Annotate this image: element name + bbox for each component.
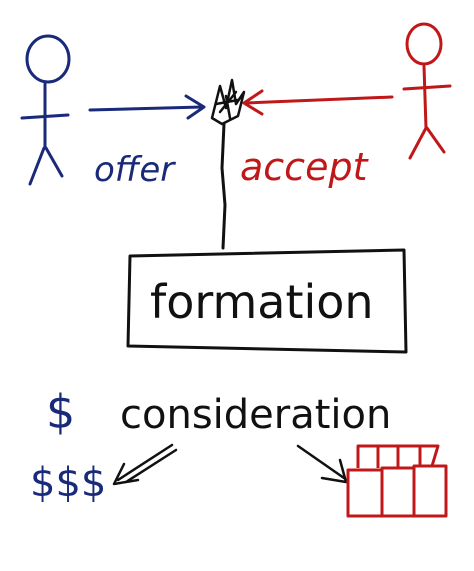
dollar-multi-label: $$$: [30, 460, 106, 506]
offer-arrow: [88, 94, 206, 120]
goods-arrow: [296, 444, 348, 484]
formation-box: [126, 248, 408, 354]
formation-label: formation: [150, 275, 374, 329]
meeting-scribble-star-icon: [210, 78, 246, 126]
goods-boxes-icon: [346, 444, 448, 518]
offeror-stick-figure-icon: [20, 34, 71, 186]
money-arrow: [112, 443, 178, 486]
offeree-stick-figure-icon: [402, 22, 452, 160]
dollar-single-label: $: [46, 385, 75, 439]
accept-arrow: [242, 89, 394, 116]
consideration-label: consideration: [120, 392, 391, 438]
accept-label: accept: [240, 145, 370, 189]
offer-label: offer: [94, 150, 176, 190]
connector-line: [220, 122, 227, 250]
